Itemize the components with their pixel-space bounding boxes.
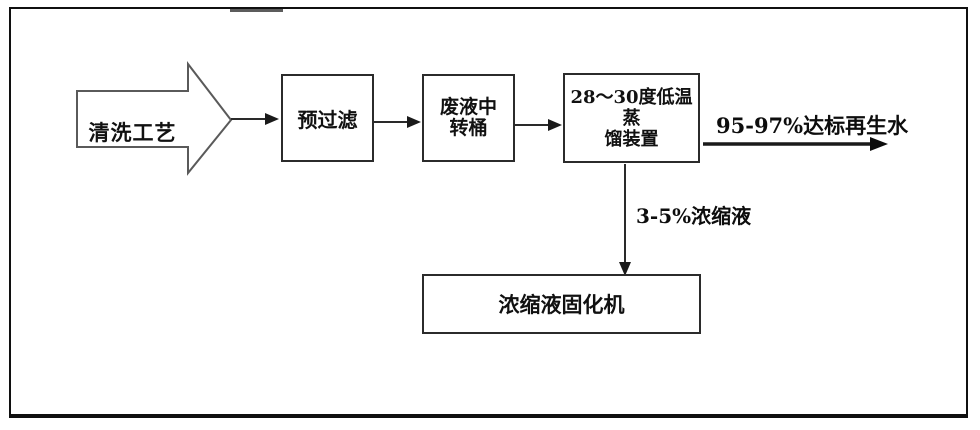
node-prefilter-label: 预过滤 xyxy=(297,107,358,132)
source-block-arrow-label: 清洗工艺 xyxy=(88,120,177,145)
node-solidifier-label: 浓缩液固化机 xyxy=(498,292,625,317)
node-transfer-barrel-label-line1: 废液中 xyxy=(439,96,497,118)
node-solidifier: 浓缩液固化机 xyxy=(422,274,701,334)
diagram-border xyxy=(9,7,968,418)
arrowhead-distiller-to-solidifier xyxy=(619,262,631,276)
node-distiller-label-line2: 馏装置 xyxy=(604,128,659,150)
regenerated-water-label: 95-97%达标再生水 xyxy=(716,113,909,138)
source-block-arrow-shape xyxy=(76,61,233,176)
node-transfer-barrel-label-line2: 转桶 xyxy=(449,117,488,139)
arrowhead-source-to-prefilter xyxy=(265,113,279,125)
node-distiller: 28～30度低温蒸 馏装置 xyxy=(563,73,700,163)
arrowhead-transfer-to-distiller xyxy=(548,119,562,131)
arrowhead-regenerated-water xyxy=(870,137,888,151)
concentrate-label: 3-5%浓缩液 xyxy=(636,204,752,228)
node-distiller-label-line1: 28～30度低温蒸 xyxy=(570,86,693,129)
arrowhead-prefilter-to-transfer xyxy=(407,116,421,128)
node-prefilter: 预过滤 xyxy=(281,74,374,162)
top-border-smudge xyxy=(230,9,283,12)
node-transfer-barrel: 废液中 转桶 xyxy=(422,74,515,162)
